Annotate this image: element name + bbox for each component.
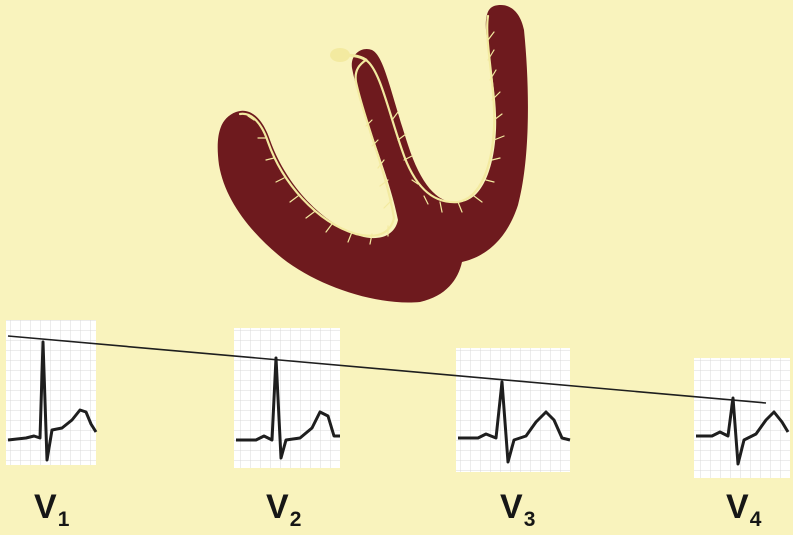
lead-label-v4: V4	[726, 490, 761, 524]
ecg-strip-v1	[6, 320, 96, 465]
lead-label-v1: V1	[34, 490, 69, 524]
ecg-strip-v4	[694, 358, 790, 478]
r-wave-reference-line	[8, 336, 766, 403]
lead-label-v2: V2	[266, 490, 301, 524]
lead-number-v3: 3	[524, 508, 536, 531]
lead-number-v2: 2	[290, 508, 302, 531]
lead-number-v4: 4	[750, 508, 762, 531]
ecg-strip-v2	[234, 328, 340, 468]
ecg-strip-v3	[456, 348, 570, 472]
ventricle-myocardium	[218, 5, 528, 303]
lead-number-v1: 1	[58, 508, 70, 531]
lead-label-v3: V3	[500, 490, 535, 524]
